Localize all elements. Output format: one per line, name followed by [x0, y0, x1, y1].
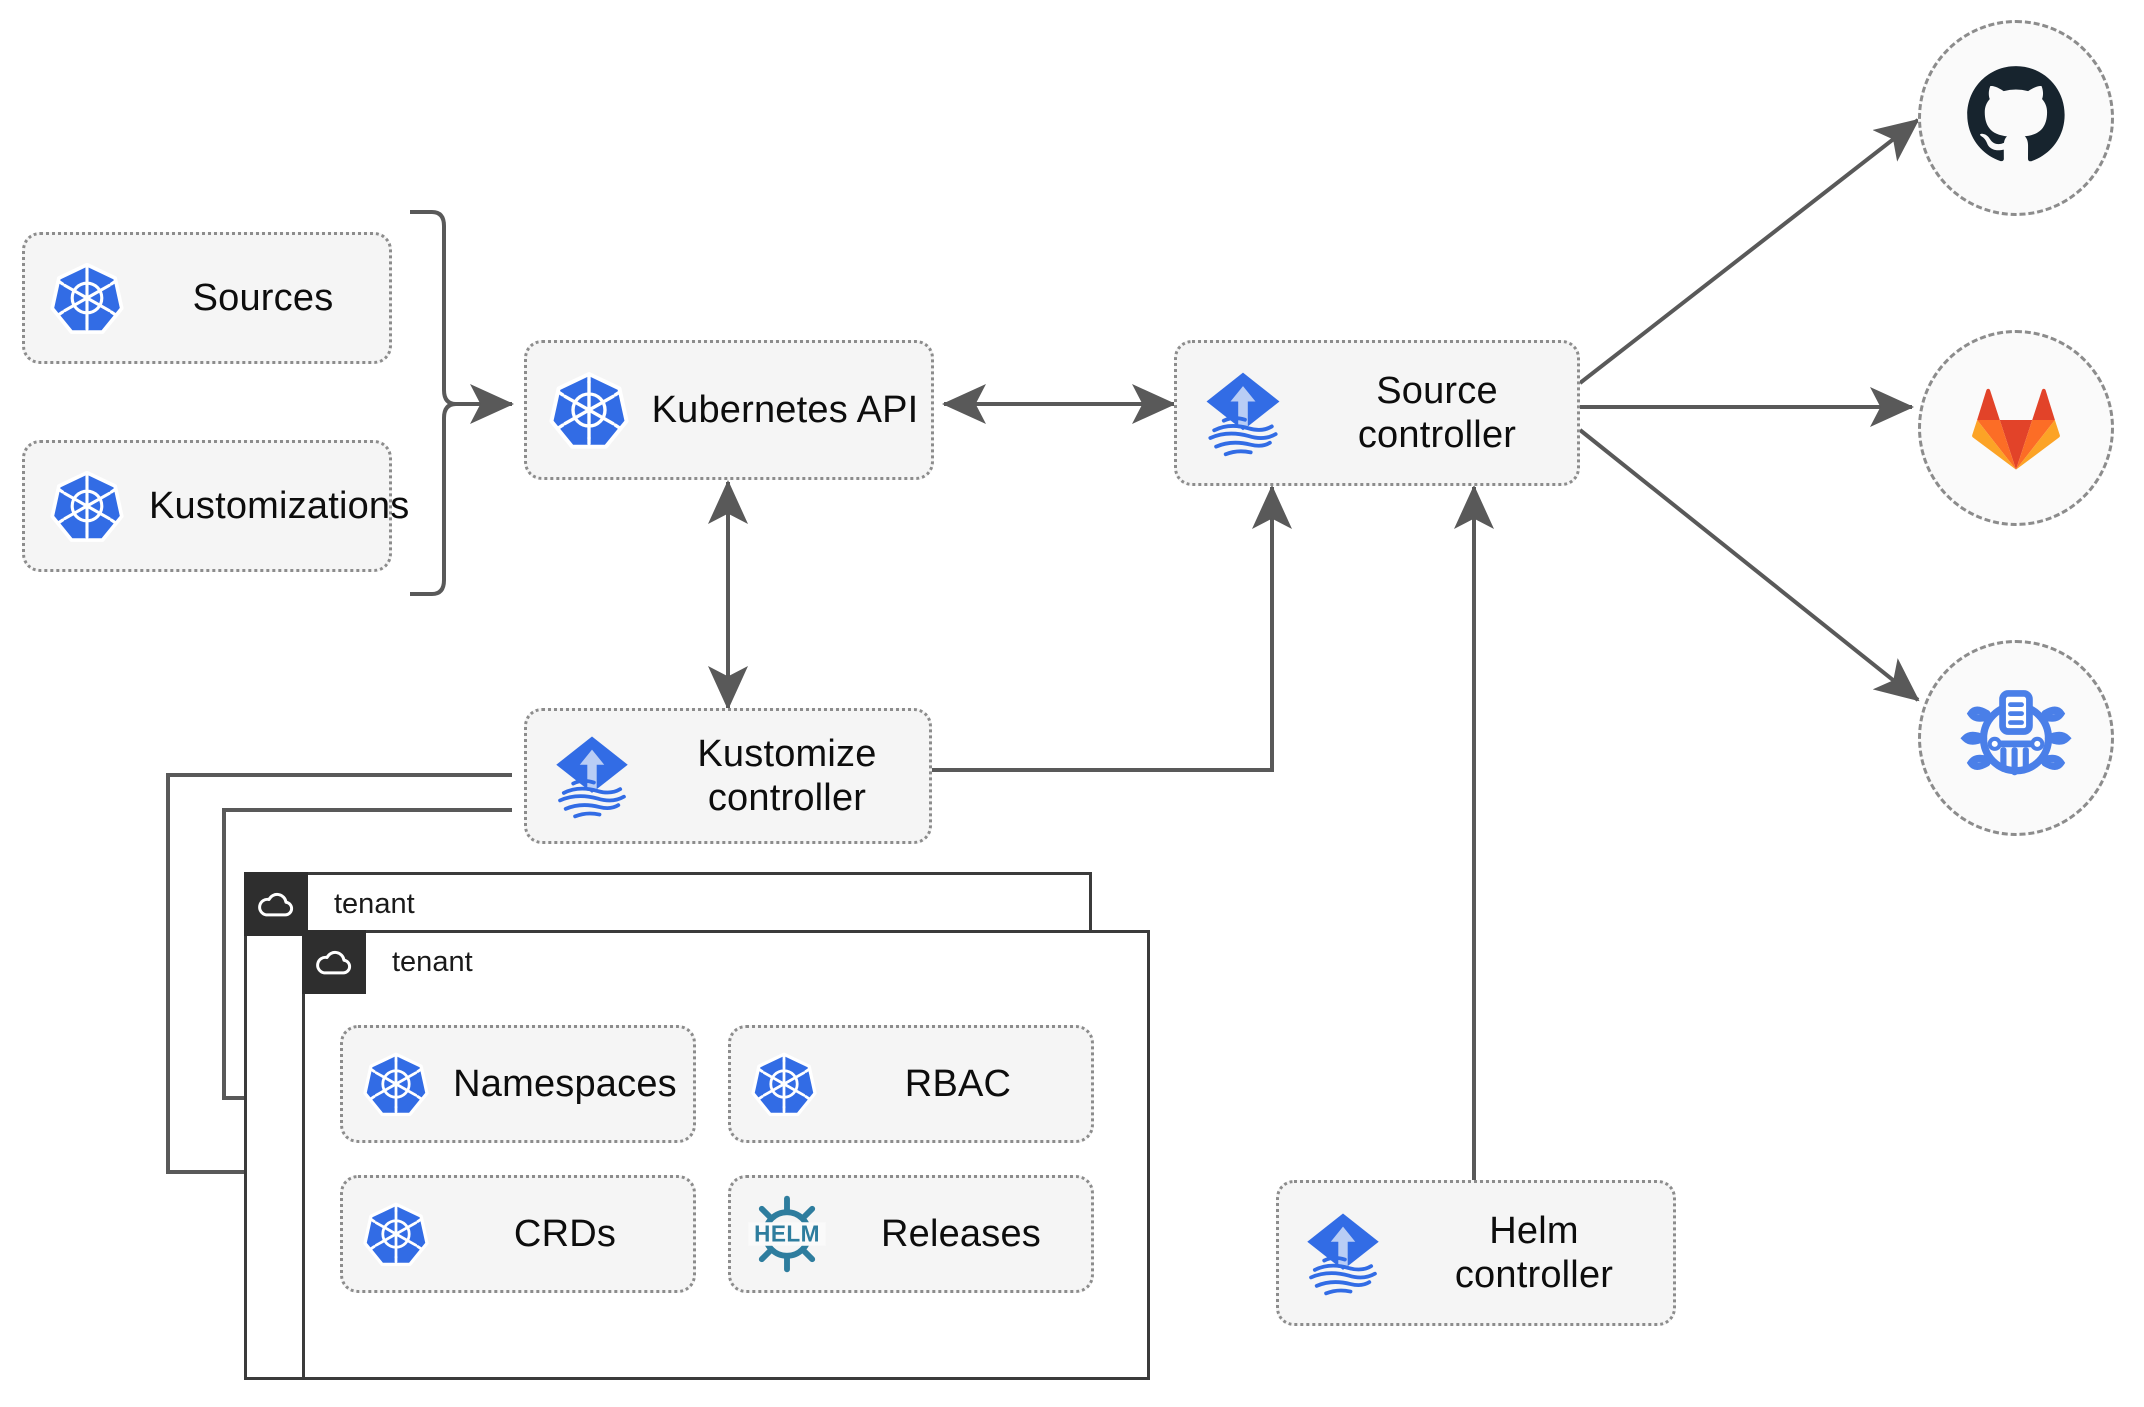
node-sources[interactable]: Sources: [22, 232, 392, 364]
cloud-icon: [244, 872, 308, 936]
kubernetes-icon: [25, 261, 149, 335]
node-label-kustomizations: Kustomizations: [149, 484, 410, 527]
node-label-sources: Sources: [192, 276, 334, 319]
flux-icon: [1177, 365, 1309, 461]
kustomize-controller-line1: Kustomize: [697, 732, 877, 775]
node-kubernetes-api[interactable]: Kubernetes API: [524, 340, 934, 480]
node-label-releases: Releases: [880, 1212, 1042, 1255]
provider-chart-repository[interactable]: [1918, 640, 2114, 836]
node-label-rbac: RBAC: [904, 1062, 1012, 1105]
flux-icon: [527, 729, 657, 823]
node-releases[interactable]: HELM Releases: [728, 1175, 1094, 1293]
gitlab-icon: [1964, 374, 2068, 483]
source-controller-line2: controller: [1357, 414, 1517, 456]
cloud-icon: [302, 930, 366, 994]
edge-kustomizectrl-sourcectrl: [932, 485, 1292, 772]
helm-icon: HELM: [731, 1192, 843, 1276]
tenant-tab-inner: tenant: [302, 930, 473, 994]
group-brace: [410, 210, 457, 596]
helm-controller-line2: controller: [1454, 1254, 1614, 1296]
node-rbac[interactable]: RBAC: [728, 1025, 1094, 1143]
source-controller-line1: Source: [1376, 369, 1498, 412]
kubernetes-icon: [731, 1051, 837, 1117]
kubernetes-icon: [343, 1201, 449, 1267]
node-source-controller[interactable]: Source controller: [1174, 340, 1580, 486]
kustomize-controller-line2: controller: [707, 777, 867, 819]
tenant-tab-outer: tenant: [244, 872, 415, 936]
edge-kustomizectrl-tenant-outer: [166, 773, 512, 1192]
tenant-label-inner: tenant: [392, 945, 473, 978]
helm-controller-line1: Helm: [1489, 1209, 1579, 1252]
node-crds[interactable]: CRDs: [340, 1175, 696, 1293]
helm-chart-repository-icon: [1960, 680, 2072, 797]
provider-gitlab[interactable]: [1918, 330, 2114, 526]
provider-github[interactable]: [1918, 20, 2114, 216]
kubernetes-icon: [527, 370, 651, 450]
node-label-kustomize-controller: Kustomize controller: [657, 732, 929, 820]
flux-icon: [1279, 1206, 1407, 1300]
node-label-kubernetes-api: Kubernetes API: [651, 388, 919, 431]
node-helm-controller[interactable]: Helm controller: [1276, 1180, 1676, 1326]
github-icon: [1964, 64, 2068, 173]
edge-sourcectrl-chartrepo: [1578, 428, 1920, 702]
kubernetes-icon: [343, 1051, 449, 1117]
svg-text:HELM: HELM: [754, 1221, 820, 1247]
edge-sourcectrl-github: [1578, 118, 1920, 385]
node-kustomizations[interactable]: Kustomizations: [22, 440, 409, 572]
node-kustomize-controller[interactable]: Kustomize controller: [524, 708, 932, 844]
tenant-label-outer: tenant: [334, 887, 415, 920]
tenant-box-inner: tenant: [302, 930, 1150, 1380]
node-namespaces[interactable]: Namespaces: [340, 1025, 696, 1143]
node-label-source-controller: Source controller: [1309, 369, 1577, 457]
kubernetes-icon: [25, 469, 149, 543]
node-label-helm-controller: Helm controller: [1407, 1209, 1673, 1297]
node-label-namespaces: Namespaces: [453, 1062, 677, 1105]
node-label-crds: CRDs: [513, 1212, 617, 1255]
